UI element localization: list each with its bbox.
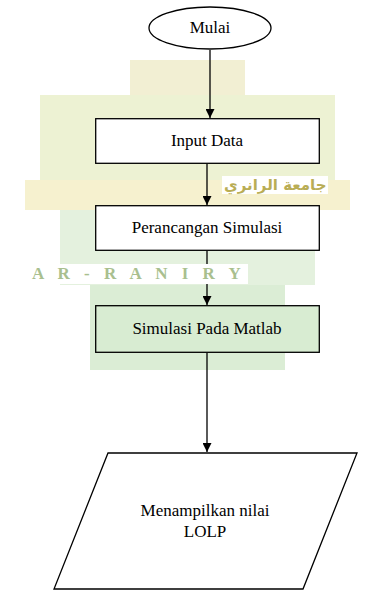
watermark-arabic: جامعة الرانري: [222, 176, 328, 194]
watermark-text: A R - R A N I R Y: [30, 264, 248, 284]
watermark-band: [40, 95, 335, 180]
process-box: Perancangan Simulasi: [95, 205, 320, 251]
flow-arrow: [206, 164, 207, 205]
output-parallelogram: Menampilkan nilai LOLP: [53, 452, 358, 590]
start-ellipse: Mulai: [148, 6, 272, 50]
node-text: Mulai: [190, 17, 231, 38]
process-box: Simulasi Pada Matlab: [95, 305, 320, 353]
node-text: Perancangan Simulasi: [132, 217, 283, 238]
output-parallelogram-outline: [53, 452, 358, 590]
node-text: Simulasi Pada Matlab: [132, 318, 281, 339]
node-text: Input Data: [171, 130, 243, 151]
process-box: Input Data: [95, 118, 320, 164]
flow-arrow: [209, 50, 210, 118]
node-text: Menampilkan nilai LOLP: [130, 500, 280, 543]
flow-arrow: [206, 353, 207, 452]
watermark-band: [130, 60, 245, 95]
